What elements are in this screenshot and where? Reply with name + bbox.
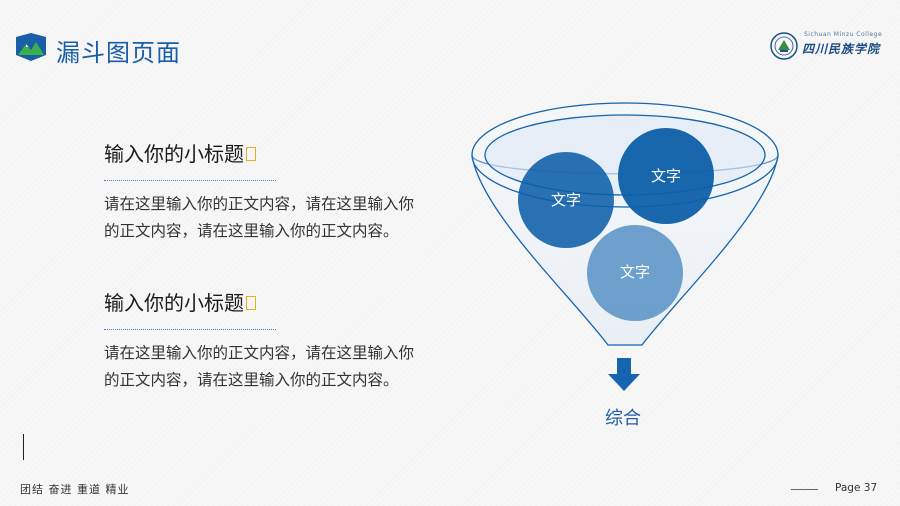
school-subscript: Sichuan Minzu College: [804, 31, 883, 38]
mountain-logo-icon: [16, 33, 46, 61]
funnel-circle-3: [587, 225, 683, 321]
dotted-divider: [104, 329, 276, 330]
funnel-result-label: 综合: [605, 408, 641, 429]
section-subtitle: 输入你的小标题: [104, 289, 414, 317]
arrow-down-icon: [608, 358, 640, 391]
page-title: 漏斗图页面: [56, 39, 181, 67]
section-body: 请在这里输入你的正文内容，请在这里输入你的正文内容，请在这里输入你的正文内容。: [104, 344, 415, 389]
footer-divider: [791, 489, 818, 490]
placeholder-marker: [246, 147, 256, 161]
subtitle-text: 输入你的小标题: [104, 291, 244, 315]
dotted-divider: [104, 180, 276, 181]
footer-motto: 团结 奋进 重道 精业: [20, 483, 130, 496]
page-number: Page 37: [835, 482, 878, 494]
funnel-circle-label-2: 文字: [651, 167, 681, 185]
school-emblem-icon: [770, 32, 798, 60]
subtitle-text: 输入你的小标题: [104, 142, 244, 166]
section-subtitle: 输入你的小标题: [104, 140, 414, 168]
funnel-circle-label-1: 文字: [551, 191, 581, 209]
funnel-circle-2: [618, 128, 714, 224]
school-name: 四川民族学院: [802, 42, 881, 56]
funnel-circle-label-3: 文字: [620, 263, 650, 281]
funnel-diagram: 文字 文字 文字: [471, 102, 779, 346]
placeholder-marker: [246, 296, 256, 310]
accent-bar: [23, 434, 24, 460]
funnel-circle-1: [518, 152, 614, 248]
text-section-2: 输入你的小标题 请在这里输入你的正文内容，请在这里输入你的正文内容，请在这里输入…: [104, 289, 414, 394]
section-body: 请在这里输入你的正文内容，请在这里输入你的正文内容，请在这里输入你的正文内容。: [104, 195, 415, 240]
text-section-1: 输入你的小标题 请在这里输入你的正文内容，请在这里输入你的正文内容，请在这里输入…: [104, 140, 414, 245]
